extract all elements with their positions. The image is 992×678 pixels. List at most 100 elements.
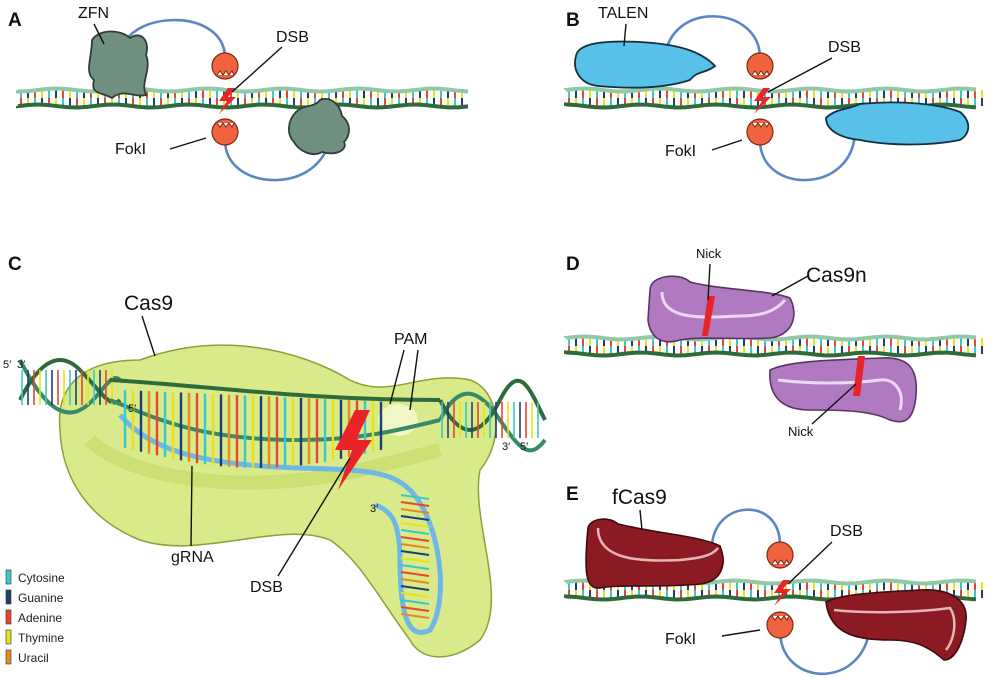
fokI-cleft: [216, 70, 235, 76]
hairpin-base-pair: [400, 606, 430, 612]
fokI-cleft: [751, 70, 770, 76]
fokI-sphere: [211, 118, 239, 146]
talen-protein-right: [825, 101, 970, 146]
hairpin-base-pair: [400, 557, 430, 563]
fokI-linker-loop-b-bottom: [758, 129, 857, 182]
fokI-linker-loop-b-top: [663, 15, 762, 59]
fokI-domain-e-top: [766, 541, 794, 569]
panel-a: A ZFN DSB FokI: [8, 5, 469, 182]
legend-label: Adenine: [18, 611, 62, 625]
talen-protein-left: [574, 40, 717, 89]
leader-nick-top: [707, 263, 711, 301]
panel-e-letter: E: [566, 484, 579, 505]
fokI-cleft: [216, 122, 235, 128]
cas9n-protein-top: [647, 275, 795, 343]
leader-dsb-a: [231, 46, 283, 93]
leader-fokI-b: [711, 139, 743, 151]
leader-fokI-a: [169, 137, 207, 150]
hairpin-base-pair: [400, 578, 430, 584]
legend-label: Thymine: [18, 631, 64, 645]
fcas9-protein-left: [585, 518, 724, 589]
end-label-5-left: 5′: [3, 359, 11, 371]
label-talen: TALEN: [598, 5, 648, 22]
label-nick-top: Nick: [696, 246, 722, 261]
fokI-sphere: [766, 541, 794, 569]
cas9n-protein-bottom: [769, 357, 918, 423]
dna-helix-right: [438, 378, 547, 453]
dna-backbone-top: [564, 334, 977, 342]
zfn-protein-right: [288, 98, 350, 155]
panel-c-letter: C: [8, 254, 22, 275]
leader-dsb-b: [767, 57, 833, 93]
label-dsb-e: DSB: [830, 523, 863, 540]
zfn-protein-left: [88, 30, 149, 100]
legend-swatch: [5, 569, 12, 585]
end-label-3-rna: 3′: [370, 503, 378, 515]
fokI-domain-b-top: [746, 52, 774, 80]
cas9-inner-groove: [85, 434, 442, 490]
dna-strand-d: [564, 334, 983, 358]
panel-d-letter: D: [566, 254, 580, 275]
leader-dsb-c: [277, 457, 351, 577]
leader-dsb-e: [787, 541, 833, 585]
label-fokI-b: FokI: [665, 143, 696, 160]
label-dsb-c: DSB: [250, 579, 283, 596]
fokI-cleft: [771, 559, 790, 565]
legend-swatch: [5, 649, 12, 665]
fokI-domain-e-bottom: [766, 611, 794, 639]
legend-swatch: [5, 589, 12, 605]
dna-backbone-top: [16, 86, 469, 94]
hairpin-base-pair: [400, 599, 430, 605]
label-nick-bottom: Nick: [788, 424, 814, 439]
leader-grna: [190, 465, 193, 547]
fokI-cleft: [771, 615, 790, 621]
panel-d: D Nick Cas9n Nick: [564, 246, 983, 439]
hairpin-base-pair: [400, 613, 430, 619]
panel-c: C Cas9 PAM gRNA DSB: [3, 254, 547, 658]
label-dsb-a: DSB: [276, 29, 309, 46]
leader-pam-2: [409, 349, 419, 411]
label-fokI-e: FokI: [665, 631, 696, 648]
label-fcas9: fCas9: [612, 486, 667, 509]
dna-backbone-bottom: [564, 350, 977, 358]
nick-arrow-bottom: [853, 356, 865, 396]
cas9n-grna-top: [660, 291, 787, 319]
cas9n-grna-bottom: [777, 378, 903, 411]
nick-arrow-top: [702, 296, 715, 336]
hairpin-base-pair: [400, 592, 430, 598]
fokI-sphere: [746, 52, 774, 80]
hairpin-base-pair: [400, 550, 430, 556]
target-dna-strand-bottom: [109, 398, 441, 443]
label-dsb-b: DSB: [828, 39, 861, 56]
legend-label: Guanine: [18, 591, 64, 605]
hairpin-base-pair: [400, 501, 430, 507]
dsb-bolt-icon-a: [219, 88, 236, 114]
dsb-bolt-icon-c: [335, 410, 372, 490]
hairpin-base-pair: [400, 515, 430, 521]
leader-cas9n: [771, 275, 809, 297]
label-cas9: Cas9: [124, 292, 173, 315]
grna-strand: [118, 413, 443, 635]
leader-cas9: [141, 315, 156, 357]
legend-swatch: [5, 629, 12, 645]
legend-swatch: [5, 609, 12, 625]
leader-nick-bottom: [811, 383, 857, 425]
hairpin-base-pair: [400, 508, 430, 514]
hairpin-base-pair: [400, 522, 430, 528]
leader-fokI-e: [721, 629, 761, 637]
panel-b-letter: B: [566, 10, 580, 31]
dna-strand-a: [16, 86, 469, 110]
dna-backbone-bottom: [16, 102, 469, 110]
fokI-sphere: [746, 118, 774, 146]
hairpin-base-pair: [400, 536, 430, 542]
fcas9-protein-right: [825, 589, 967, 661]
hairpin-base-pair: [400, 494, 430, 500]
leader-fcas9: [639, 509, 643, 531]
dsb-bolt-icon-e: [774, 580, 791, 606]
fcas9-grna-right: [833, 606, 956, 651]
fokI-linker-loop-e-bottom: [778, 619, 872, 676]
grna-hairpin-bases: [400, 494, 430, 619]
legend-label: Cytosine: [18, 571, 65, 585]
